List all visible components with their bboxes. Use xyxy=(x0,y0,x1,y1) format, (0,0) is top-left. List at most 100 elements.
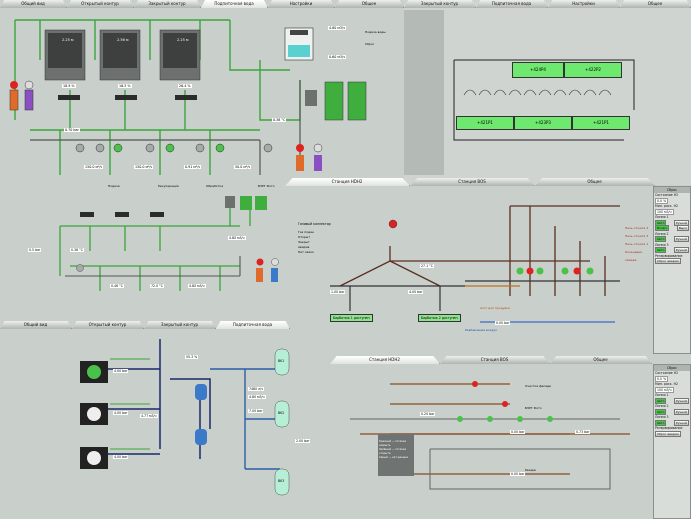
zone-block-4[interactable]: +423P3 xyxy=(514,116,572,130)
legend-item-3: Закрыт xyxy=(298,240,310,244)
header-pressure: 0.70 bar xyxy=(64,128,80,132)
barbotage-2-button[interactable]: Барботаж 2 доступен xyxy=(418,314,461,322)
pump-b-value: 4.00 bar xyxy=(113,411,129,415)
ring-chamber: Кольцевая камера xyxy=(625,250,642,262)
zone-block-1[interactable]: +424P4 xyxy=(512,62,564,78)
furnace-3: Печь отжига 3 xyxy=(625,234,649,238)
pump-3-value: 26.4 % xyxy=(178,84,192,88)
control-1-line3: Линия 3 xyxy=(655,242,669,247)
furnace-1: Печь отжига 1 xyxy=(625,242,649,246)
tank-bk2: BK2 xyxy=(278,411,285,415)
bottom-left-schematic xyxy=(80,339,290,496)
control-1-stage-value[interactable]: 100 м3/ч xyxy=(655,208,674,215)
pipe-value-4: 50.0 м³/ч xyxy=(234,165,252,169)
station-tabs: Станция HDH2 Станция BOS Общее xyxy=(285,178,655,186)
out-3: Резерв xyxy=(525,468,536,472)
control-1-reserve: Резервирование xyxy=(655,253,683,258)
control-1-line2: Линия 2 xyxy=(655,231,669,236)
gas-legend: Газ подан Открыт Закрыт Авария Нет связи xyxy=(298,230,314,255)
panel-top-right: Закрытый контур Подпиточная вода Настрой… xyxy=(404,0,691,185)
control-panel-1: Сброс Состояние H2 0.0 % Мин. расх. H2 1… xyxy=(653,186,691,354)
mid-left-val-3: 72.0 °C xyxy=(150,284,164,288)
tab3-station-hdh2[interactable]: Станция HDH2 xyxy=(330,356,440,364)
tab3-station-bos[interactable]: Станция BOS xyxy=(440,356,550,364)
pipe-value-3: 0.91 м³/ч xyxy=(184,165,202,169)
gas-node-val: 27.1 °C xyxy=(420,264,434,268)
label-photo: БЗРГ Фото xyxy=(258,184,275,188)
bottom-right-tabs: Станция HDH2 Станция BOS Общее xyxy=(330,356,652,364)
legend-item-4: Авария xyxy=(298,245,310,249)
control-1-off-button[interactable]: Выкл xyxy=(676,225,689,232)
pipe-value-2: 150.0 м³/ч xyxy=(134,165,154,169)
gas-schematic xyxy=(330,205,620,323)
legend-item-5: Нет связи xyxy=(298,250,314,254)
br-legend: Красный — отсечка закрыта Зелёный — отсе… xyxy=(379,440,413,460)
bl-val-5: 2.00 bar xyxy=(295,439,311,443)
control-1-title: Сброс xyxy=(654,187,690,193)
control-1-auto2-button[interactable]: Авто xyxy=(655,236,667,243)
gas-node-val-2: 1.00 bar xyxy=(330,290,346,294)
tab-station-general[interactable]: Общее xyxy=(535,178,655,186)
control-1-reset-button[interactable]: Сброс аварии xyxy=(655,258,681,265)
mid-left-val-4: 4.80 м3/ч xyxy=(188,284,206,288)
pipe-value-1: 150.0 м³/ч xyxy=(84,165,104,169)
control-2-manual2-button[interactable]: Ручной xyxy=(673,408,689,415)
zone-block-2[interactable]: +422P2 xyxy=(564,62,622,78)
control-2-auto2-button[interactable]: Авто xyxy=(655,408,667,415)
control-2-manual-button[interactable]: Ручной xyxy=(673,397,689,404)
panel-top-left: Общий вид Открытый контур Закрытый конту… xyxy=(0,0,404,196)
legend-item-2: Открыт xyxy=(298,235,310,239)
control-1-auto3-button[interactable]: Авто xyxy=(655,247,667,254)
control-2-line1: Линия 1 xyxy=(655,393,669,398)
zone-block-3[interactable]: +421P1 xyxy=(456,116,514,130)
nitrogen-label: Азот для продувки xyxy=(480,306,511,310)
boiler-3-value: 2.25 м xyxy=(177,38,189,42)
air-label: Разбавление воздух xyxy=(465,328,497,332)
tank-value: 4.80 м3/ч xyxy=(328,26,347,30)
control-2-auto3-button[interactable]: Авто xyxy=(655,419,667,426)
pump-1-value: 18.9 % xyxy=(62,84,76,88)
bl-val-3: 4.80 м3/ч xyxy=(248,395,266,399)
control-2-auto-button[interactable]: Авто xyxy=(655,397,667,404)
bl-val-4: 7.00 bar xyxy=(248,409,264,413)
label-drain: Сброс xyxy=(365,42,375,46)
tab2-feed-water[interactable]: Подпиточная вода xyxy=(216,321,290,329)
tab-station-bos[interactable]: Станция BOS xyxy=(410,178,535,186)
tab2-open-loop[interactable]: Открытый контур xyxy=(72,321,144,329)
label-recuperation: Рекуперация xyxy=(158,184,179,188)
bl-val-2: 7480 л/ч xyxy=(248,387,265,391)
tab3-general[interactable]: Общее xyxy=(550,356,652,364)
tab-station-hdh2[interactable]: Станция HDH2 xyxy=(285,178,410,186)
label-supply: Подача xyxy=(108,184,120,188)
lower-tabs: Общий вид Открытый контур Закрытый конту… xyxy=(0,321,290,329)
tab2-closed-loop[interactable]: Закрытый контур xyxy=(144,321,216,329)
control-2-stage-value[interactable]: 100 м3/ч xyxy=(655,386,674,393)
control-1-manual3-button[interactable]: Ручной xyxy=(673,247,689,254)
panel-mid-left: 0.38 °C 0.46 °C 72.0 °C 4.80 м3/ч 4.80 м… xyxy=(0,196,290,321)
control-1-mode-value: 0.0 % xyxy=(655,197,669,204)
mid-left-val-small: 0.5 bar xyxy=(28,248,42,252)
br-legend-3: Серый — нет данных xyxy=(379,456,409,459)
pump-2-value: 16.5 % xyxy=(118,84,132,88)
control-2-reserve: Резервирование xyxy=(655,426,683,431)
out-1: Очистка фасада xyxy=(525,384,551,388)
control-2-manual3-button[interactable]: Ручной xyxy=(673,419,689,426)
furnace-list: Печь отжига 2 Печь отжига 3 Печь отжига … xyxy=(625,224,652,264)
flow-b: 4.77 м3/ч xyxy=(140,414,158,418)
control-1-on-button[interactable]: Включ xyxy=(655,225,670,232)
boiler-2-value: 2.56 м xyxy=(117,38,129,42)
control-2-reset-button[interactable]: Сброс аварии xyxy=(655,430,681,437)
tab2-overview[interactable]: Общий вид xyxy=(0,321,72,329)
control-2-mode-label: Состояние H2 xyxy=(655,371,679,376)
legend-item-1: Газ подан xyxy=(298,230,314,234)
zone-block-5[interactable]: +421P1 xyxy=(572,116,630,130)
mid-val-1: 0.60 м3/ч xyxy=(328,55,347,59)
barbotage-1-button[interactable]: Барботаж 1 доступен xyxy=(330,314,373,322)
out-2: БЗРГ Фото xyxy=(525,406,542,410)
pump-c-value: 4.00 bar xyxy=(113,455,129,459)
control-1-mode-label: Состояние H2 xyxy=(655,193,679,198)
control-1-manual2-button[interactable]: Ручной xyxy=(673,236,689,243)
label-water-supply: Подача воды xyxy=(365,30,386,34)
furnace-2: Печь отжига 2 xyxy=(625,226,649,230)
gas-title: Газовый коллектор xyxy=(298,222,331,226)
